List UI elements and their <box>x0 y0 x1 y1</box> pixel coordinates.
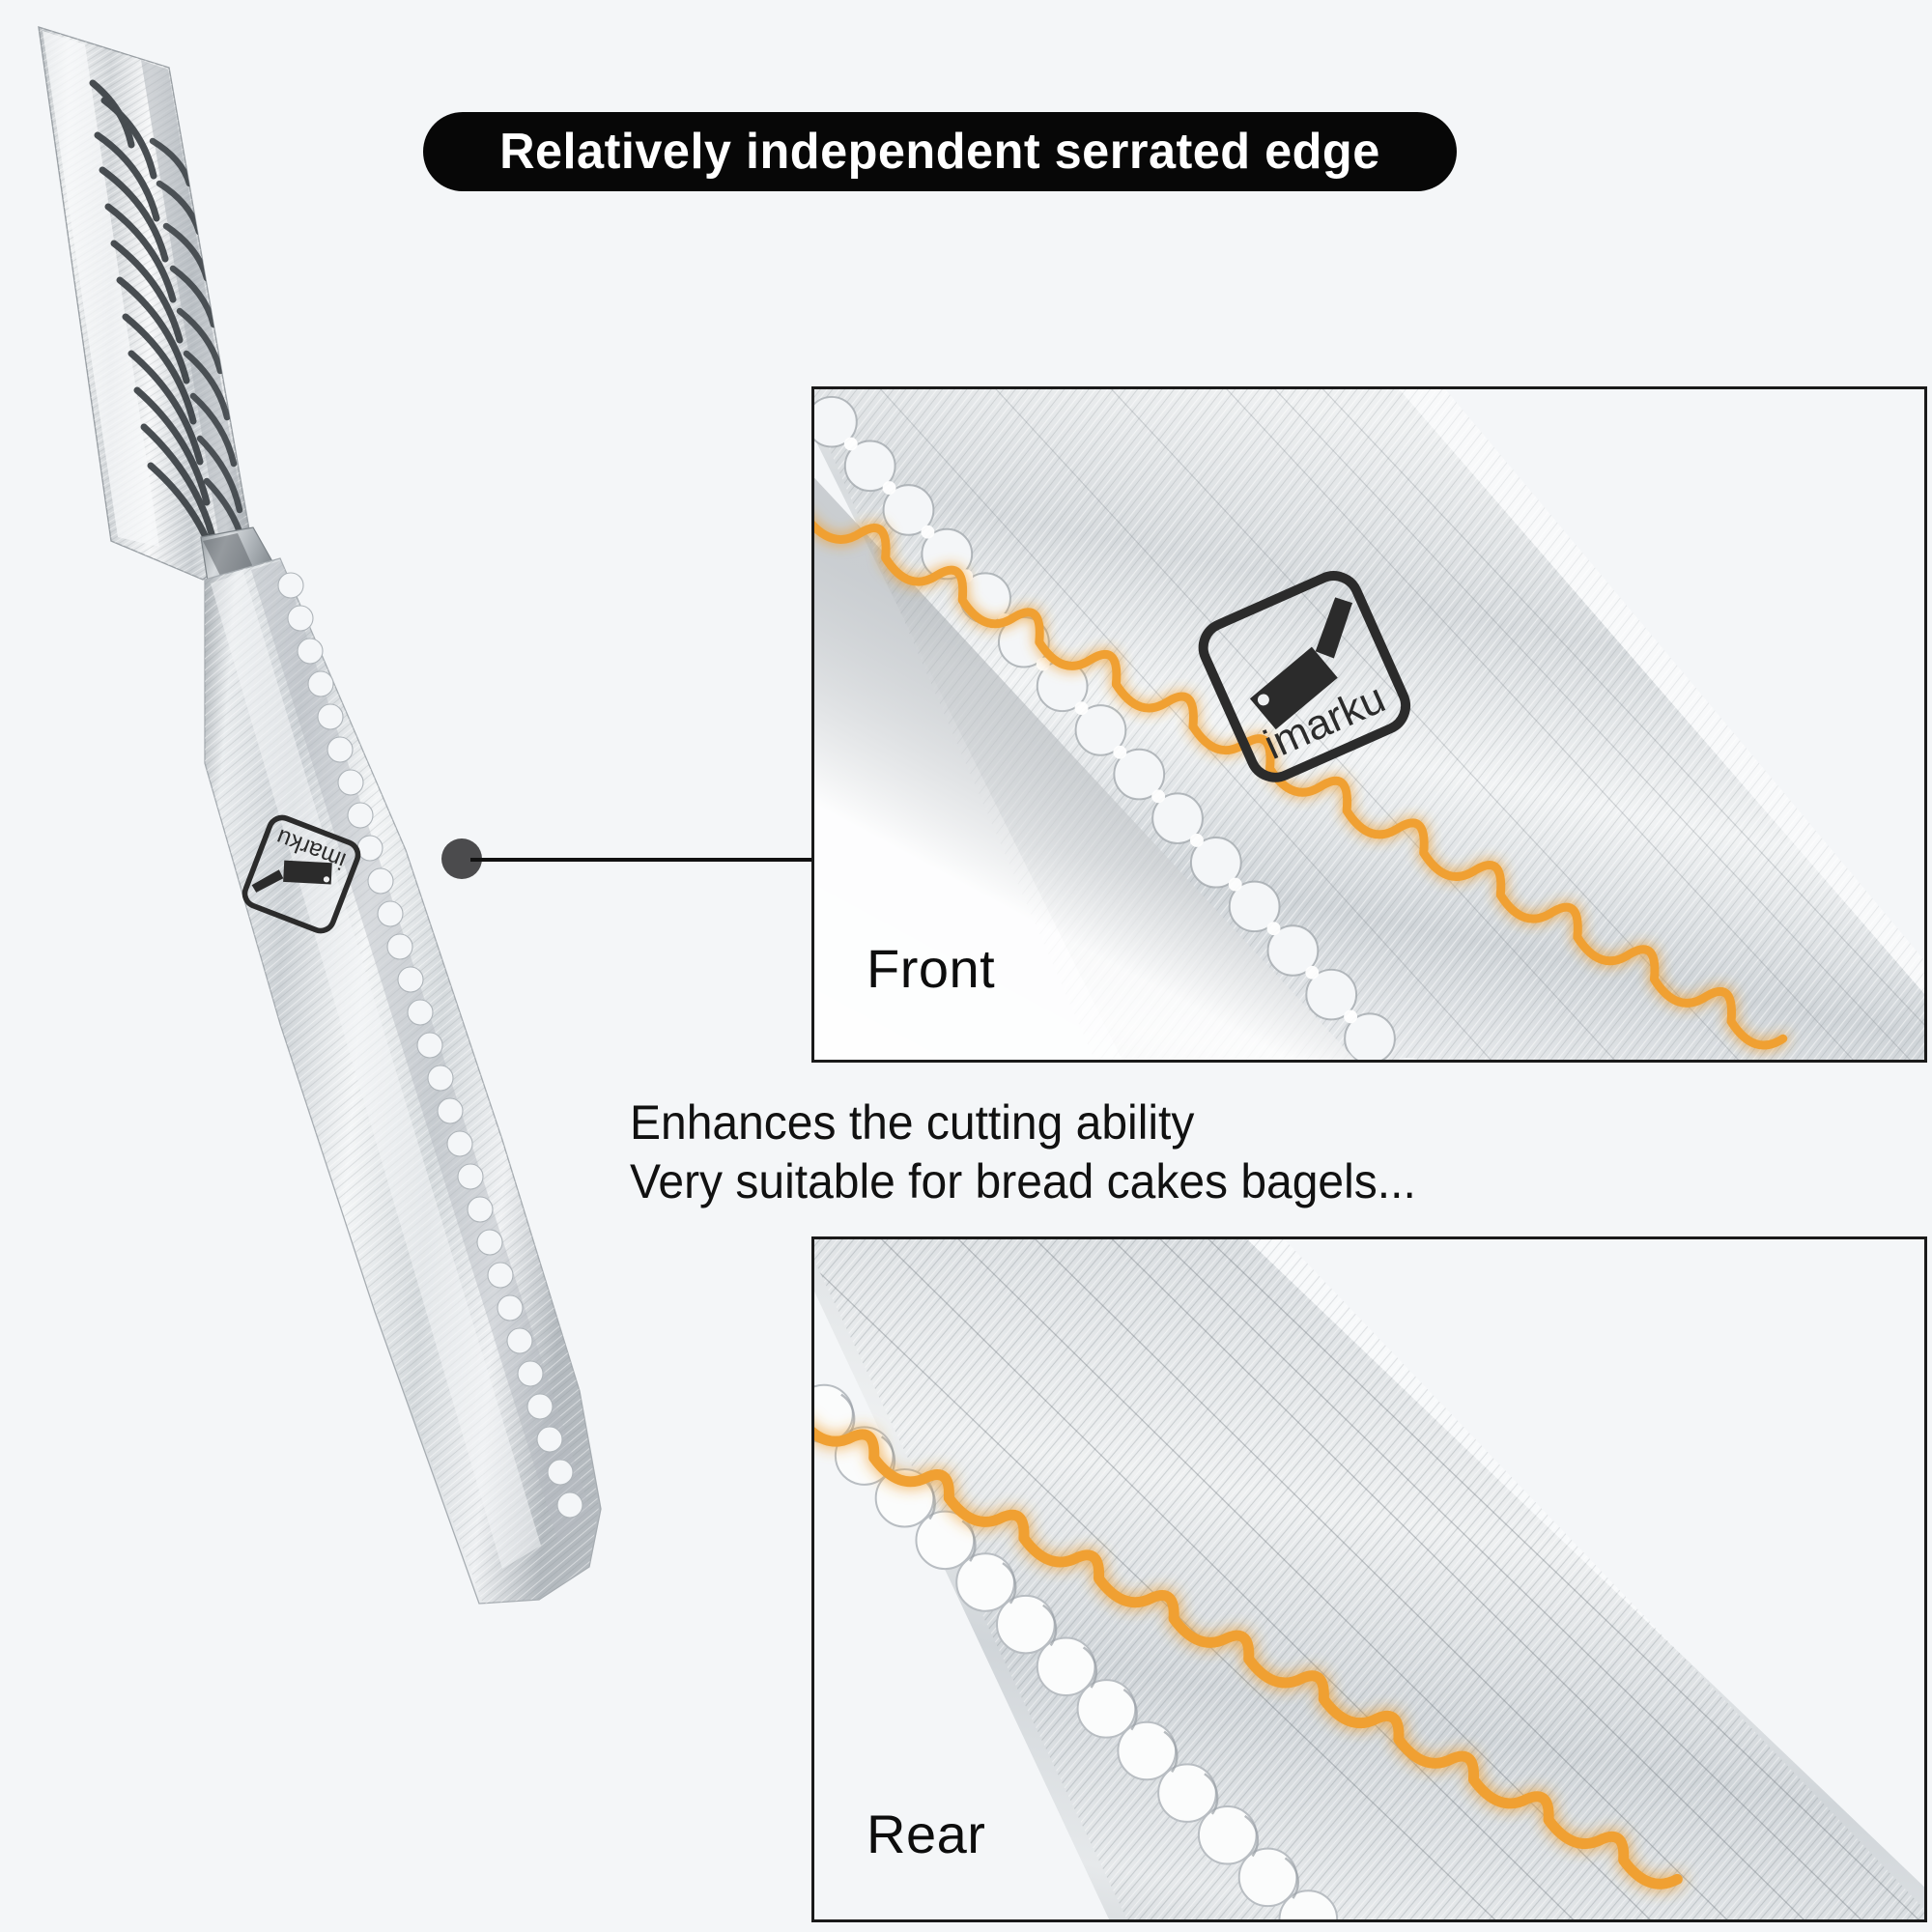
main-knife-illustration: imarku <box>0 0 792 1932</box>
rear-blade-closeup <box>814 1239 1924 1919</box>
knife-graphic: imarku <box>38 26 602 1605</box>
banner-title: Relatively independent serrated edge <box>499 124 1380 180</box>
rear-serrations <box>814 1383 1339 1919</box>
front-zoom-panel: imarku Front <box>811 386 1927 1063</box>
rear-panel-label: Rear <box>867 1804 986 1864</box>
front-serrations <box>814 395 1418 1060</box>
description-line-2: Very suitable for bread cakes bagels... <box>630 1154 1416 1208</box>
front-panel-label: Front <box>867 938 996 999</box>
blade-brand-logo: imarku <box>242 814 361 934</box>
front-edge-highlight <box>814 520 1788 1050</box>
rear-edge-highlight <box>814 1427 1683 1889</box>
title-banner: Relatively independent serrated edge <box>423 112 1457 191</box>
knife-handle <box>38 26 252 581</box>
description-line-1: Enhances the cutting ability <box>630 1095 1195 1150</box>
callout-leader-line <box>470 858 818 862</box>
rear-zoom-panel: Rear <box>811 1236 1927 1922</box>
description-block: Enhances the cutting ability Very suitab… <box>630 1094 1692 1211</box>
knife-blade: imarku <box>204 557 602 1605</box>
cleaver-icon <box>251 860 332 893</box>
front-blade-closeup: imarku <box>814 389 1924 1060</box>
cleaver-icon <box>1249 597 1353 730</box>
blade-serrations <box>277 572 583 1519</box>
